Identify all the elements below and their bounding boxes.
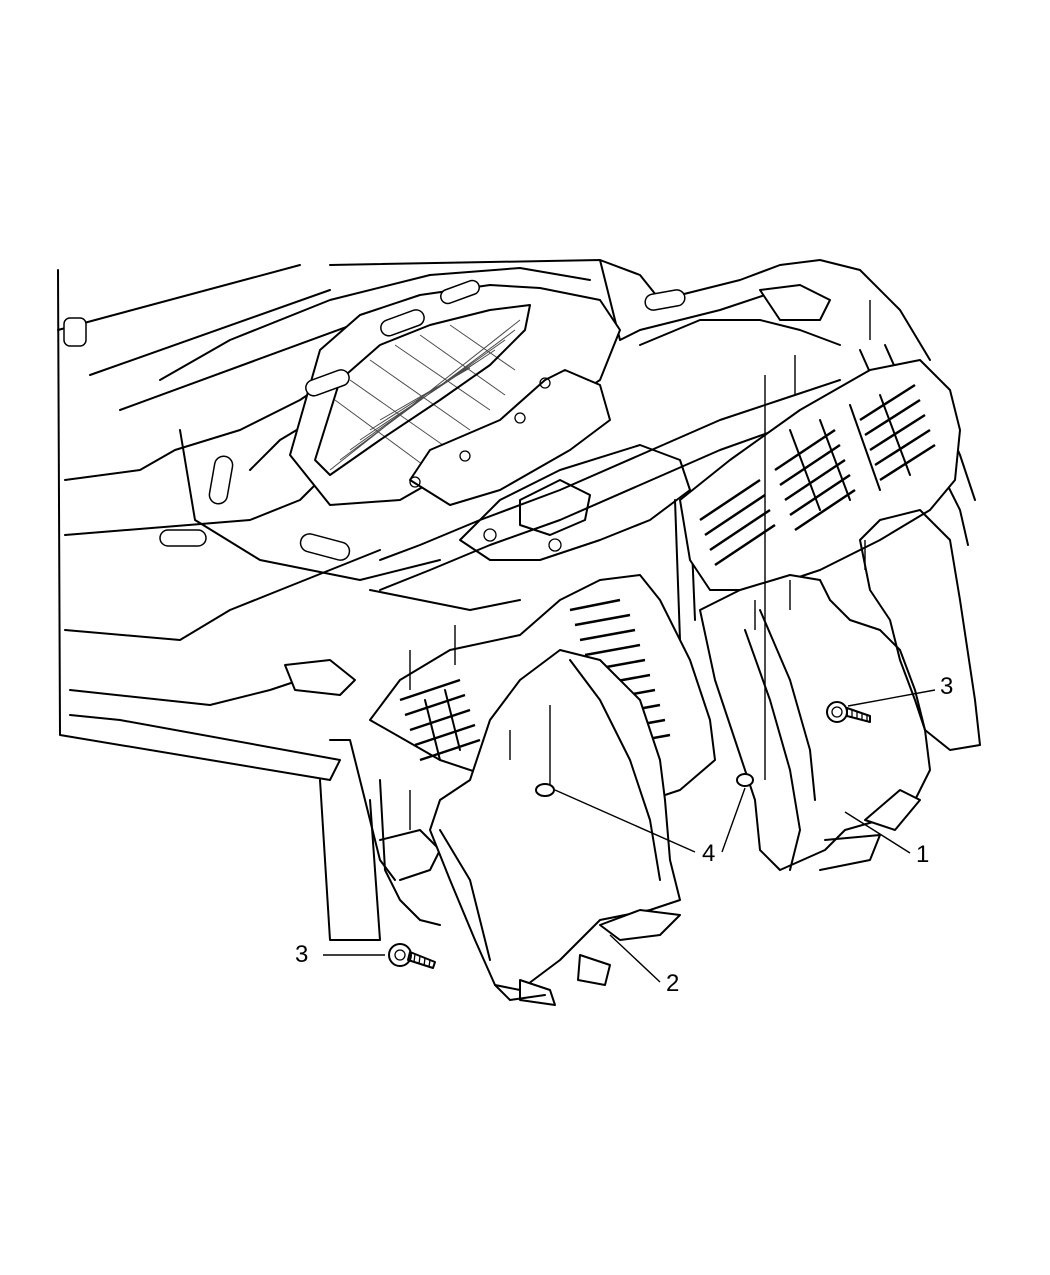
underbody-slots [63, 279, 686, 561]
callout-label-4: 4 [702, 840, 716, 867]
callout-label-3-left: 3 [295, 941, 309, 968]
callout-label-2: 2 [666, 970, 680, 997]
callout-leaders [323, 689, 936, 983]
callout-label-3-right: 3 [940, 673, 954, 700]
mesh-grille [329, 319, 521, 471]
push-pin-fasteners [409, 300, 871, 830]
screw-left [388, 943, 436, 969]
callout-label-1: 1 [916, 841, 930, 868]
part-1-air-deflector-right [699, 509, 981, 871]
part-2-air-deflector-left [429, 649, 681, 1006]
active-grille-shutter-right [679, 284, 961, 591]
screw-right [826, 701, 871, 723]
vehicle-underbody [57, 259, 976, 941]
